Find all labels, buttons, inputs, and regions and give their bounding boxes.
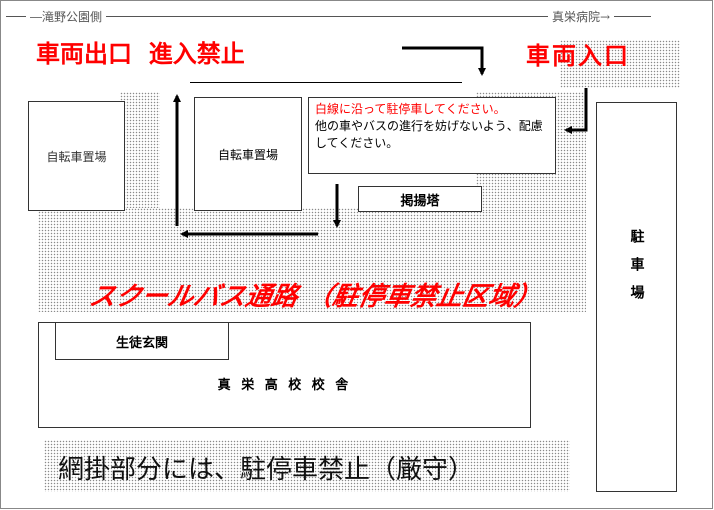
student-entrance-label: 生徒玄関 xyxy=(115,335,168,351)
arrow-entrance-top xyxy=(402,46,486,76)
bicycle-parking-center-label: 自転車置場 xyxy=(217,147,278,162)
hatched-area-entrance xyxy=(560,40,680,88)
notice-line-black: 他の車やバスの進行を妨げないよう、配慮してください。 xyxy=(315,119,543,150)
takino-park-side-label: ―滝野公園側 xyxy=(26,8,107,25)
bicycle-parking-left: 自転車置場 xyxy=(28,101,125,211)
bicycle-parking-center: 自転車置場 xyxy=(194,97,302,211)
flagpole-box: 掲揚塔 xyxy=(358,186,482,212)
hatched-area-main xyxy=(38,208,586,312)
hatched-area-footer xyxy=(44,440,570,492)
parking-lot-box: 駐車場 xyxy=(596,102,677,492)
vehicle-exit-label: 車両出口 進入禁止 xyxy=(36,40,245,68)
flagpole-label: 掲揚塔 xyxy=(400,193,440,209)
notice-box: 白線に沿って駐停車してください。 他の車やバスの進行を妨げないよう、配慮してくだ… xyxy=(308,97,556,174)
parking-lot-label: 駐車場 xyxy=(628,229,645,313)
arrow-entrance-right xyxy=(564,88,588,134)
road-line-top-right xyxy=(656,16,668,17)
road-line-top xyxy=(6,16,651,17)
shinei-hospital-label: 真栄病院→ xyxy=(548,8,615,25)
school-building-label: 真 栄 高 校 校 舎 xyxy=(217,378,352,393)
vehicle-entrance-label: 車両入口 xyxy=(526,42,630,70)
dash-left xyxy=(6,16,16,17)
hatched-area-left-strip xyxy=(120,92,160,212)
footer-no-parking-note: 網掛部分には、駐停車禁止（厳守） xyxy=(58,455,475,485)
lane-line xyxy=(190,82,462,83)
notice-line-red: 白線に沿って駐停車してください。 xyxy=(315,102,506,116)
bicycle-parking-left-label: 自転車置場 xyxy=(46,149,107,164)
student-entrance-box: 生徒玄関 xyxy=(55,322,229,360)
